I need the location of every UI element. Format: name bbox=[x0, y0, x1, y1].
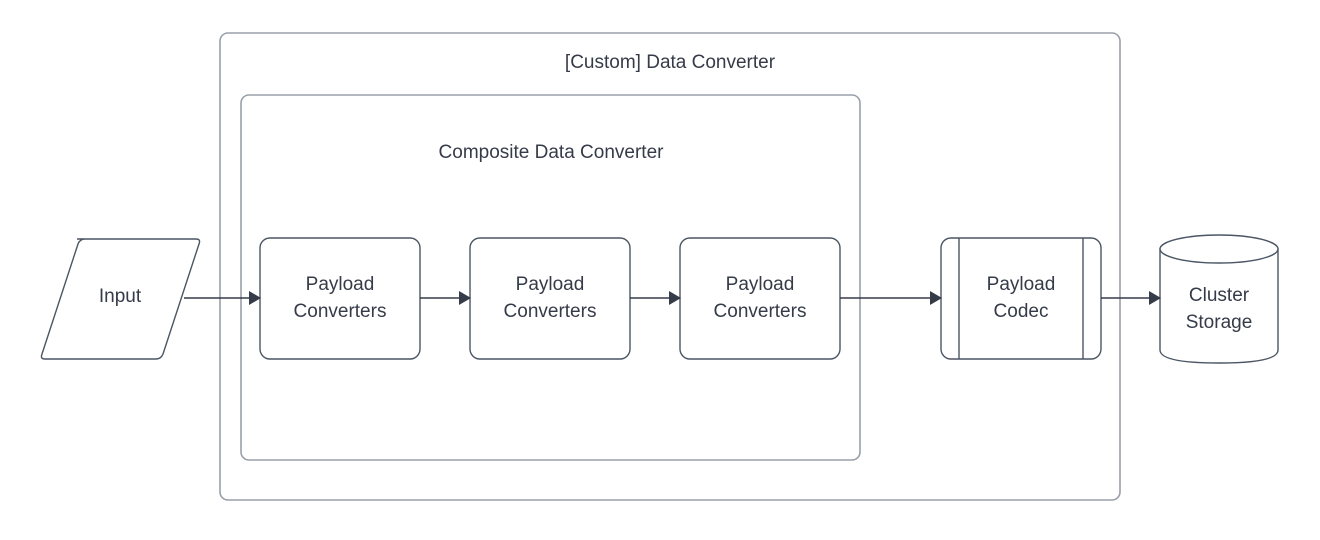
node-payload-converters-3[interactable]: Payload Converters bbox=[679, 237, 841, 360]
payload-converters-2-label-line2: Converters bbox=[504, 301, 597, 322]
edge-arrowhead-1 bbox=[249, 291, 261, 305]
cluster-storage-top-ellipse bbox=[1159, 234, 1279, 264]
node-payload-converters-2[interactable]: Payload Converters bbox=[469, 237, 631, 360]
input-label: Input bbox=[99, 286, 142, 307]
payload-converters-3-shape bbox=[679, 237, 841, 360]
custom-data-converter-title: [Custom] Data Converter bbox=[565, 52, 776, 73]
container-custom-data-converter[interactable]: [Custom] Data Converter bbox=[219, 32, 1121, 501]
payload-codec-label-line2: Codec bbox=[994, 301, 1049, 322]
edge-arrowhead-3 bbox=[669, 291, 681, 305]
edge-payload-codec-to-cluster-storage bbox=[1101, 291, 1161, 305]
node-payload-codec[interactable]: Payload Codec bbox=[940, 237, 1102, 360]
payload-converters-1-label-line1: Payload bbox=[306, 274, 375, 295]
container-composite-data-converter[interactable]: Composite Data Converter bbox=[240, 94, 861, 461]
node-cluster-storage[interactable]: Cluster Storage bbox=[1159, 234, 1279, 364]
edge-arrowhead-4 bbox=[930, 291, 942, 305]
cluster-storage-body bbox=[1159, 248, 1279, 364]
node-payload-converters-1[interactable]: Payload Converters bbox=[259, 237, 421, 360]
custom-data-converter-border bbox=[219, 32, 1121, 501]
edge-payload-converters-3-to-payload-codec bbox=[840, 291, 942, 305]
edge-input-to-payload-converters-1 bbox=[184, 291, 261, 305]
edge-payload-converters-1-to-2 bbox=[420, 291, 471, 305]
payload-converters-3-label-line2: Converters bbox=[714, 301, 807, 322]
payload-converters-2-shape bbox=[469, 237, 631, 360]
payload-codec-shape bbox=[940, 237, 1102, 360]
composite-data-converter-border bbox=[240, 94, 861, 461]
payload-converters-2-label-line1: Payload bbox=[516, 274, 585, 295]
cluster-storage-label-line2: Storage bbox=[1186, 312, 1253, 333]
input-parallelogram-shape bbox=[40, 238, 201, 360]
composite-data-converter-title: Composite Data Converter bbox=[439, 142, 665, 163]
payload-codec-label-line1: Payload bbox=[987, 274, 1056, 295]
payload-converters-1-shape bbox=[259, 237, 421, 360]
cluster-storage-label-line1: Cluster bbox=[1189, 285, 1250, 306]
payload-converters-1-label-line2: Converters bbox=[294, 301, 387, 322]
edge-arrowhead-5 bbox=[1149, 291, 1161, 305]
edge-arrowhead-2 bbox=[459, 291, 471, 305]
edge-payload-converters-2-to-3 bbox=[630, 291, 681, 305]
payload-converters-3-label-line1: Payload bbox=[726, 274, 795, 295]
node-input[interactable]: Input bbox=[40, 238, 201, 360]
